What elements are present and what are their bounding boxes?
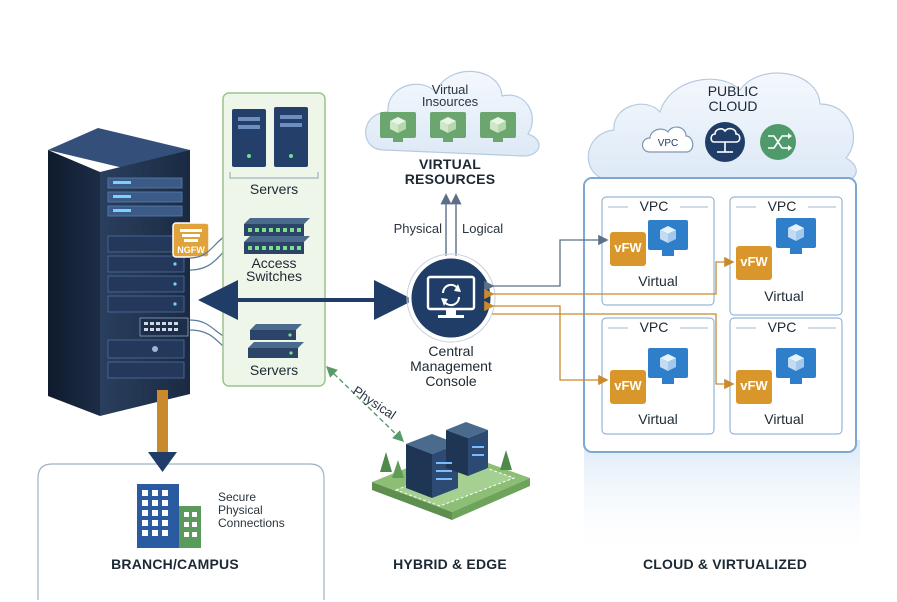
virtual-resources-title-line2: RESOURCES <box>404 171 496 187</box>
virtual-cloud-label-line2: Insources <box>421 94 479 109</box>
vpc-1-title: VPC <box>639 198 669 214</box>
server-rack <box>48 128 190 416</box>
branch-panel <box>37 463 325 600</box>
vpc-3-vfw-box <box>610 370 646 404</box>
servers-top-bracket <box>229 172 319 179</box>
vpc-1-monitor-icon <box>648 220 688 256</box>
section-cloud-virtualized: CLOUD & VIRTUALIZED <box>642 556 807 572</box>
vpc-3-monitor-icon <box>648 348 688 384</box>
cloud-fade-background <box>584 440 860 560</box>
access-switches-label-line1: Access <box>251 255 297 271</box>
physical-up-label: Physical <box>393 221 442 236</box>
rack-down-arrow-shaft <box>157 390 168 454</box>
vpc-4-virtual-label: Virtual <box>764 411 804 427</box>
shuffle-routing-icon <box>760 124 796 160</box>
physical-diagonal-link <box>325 366 405 442</box>
secure-connections-line1: Secure <box>218 490 257 504</box>
virtual-resource-monitor-3 <box>480 112 516 142</box>
cloud-network-icon <box>705 122 745 162</box>
vpc-1-virtual-label: Virtual <box>638 273 678 289</box>
ngfw-label: NGFW <box>177 245 205 255</box>
logical-up-label: Logical <box>462 221 504 236</box>
console-vpc-connectors <box>484 234 735 390</box>
access-switches-icon <box>244 218 310 254</box>
vpc-2-title: VPC <box>767 198 797 214</box>
rack-down-arrow-head <box>148 452 177 472</box>
hybrid-edge-datacenter <box>372 422 530 520</box>
vpc-4-vfw-box <box>736 370 772 404</box>
vpc-2-virtual-label: Virtual <box>764 288 804 304</box>
vpc-3-vfw-label: vFW <box>614 378 642 393</box>
vpc-2-vfw-label: vFW <box>740 254 768 269</box>
vpc-4-vfw-label: vFW <box>740 378 768 393</box>
servers-bottom-label: Servers <box>249 362 299 378</box>
secure-connections-line3: Connections <box>218 516 285 530</box>
virtual-resources-title-line1: VIRTUAL <box>418 156 482 172</box>
access-switches-label-line2: Switches <box>245 268 303 284</box>
servers-bottom-icon <box>248 324 304 358</box>
vpc-3-virtual-label: Virtual <box>638 411 678 427</box>
virtual-cloud-label-line1: Virtual <box>431 82 469 97</box>
console-label-line1: Central <box>428 343 474 359</box>
vpc-2-vfw-box <box>736 246 772 280</box>
firewall-icon <box>180 229 202 242</box>
vpc-cloud-icon <box>641 126 694 153</box>
virtual-resource-monitor-2 <box>430 112 466 142</box>
section-branch-campus: BRANCH/CAMPUS <box>111 556 239 572</box>
console-monitor-icon <box>426 275 476 318</box>
servers-top-label: Servers <box>249 181 299 197</box>
console-label-line3: Console <box>425 373 477 389</box>
vpc-3-title: VPC <box>639 319 669 335</box>
vpc-2-monitor-icon <box>776 218 816 254</box>
console-label-line2: Management <box>410 358 492 374</box>
virtual-resource-monitor-1 <box>380 112 416 142</box>
secure-connections-line2: Physical <box>218 503 263 517</box>
central-console-node <box>408 255 494 341</box>
vpc-4-title: VPC <box>767 319 797 335</box>
vpc-badge-label: VPC <box>657 138 679 149</box>
public-cloud-title-line1: PUBLIC <box>707 83 759 99</box>
campus-building-icon <box>137 484 201 548</box>
public-cloud-title-line2: CLOUD <box>708 98 758 114</box>
vpc-1-vfw-label: vFW <box>614 240 642 255</box>
section-hybrid-edge: HYBRID & EDGE <box>393 556 507 572</box>
vpc-4-monitor-icon <box>776 348 816 384</box>
servers-top-icon <box>232 107 308 167</box>
